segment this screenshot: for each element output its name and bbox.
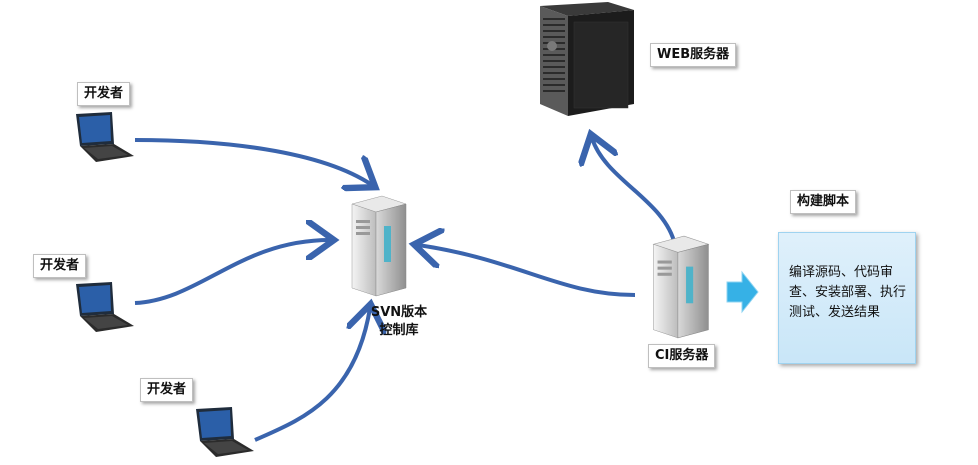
arrow-dev3-to-svn — [254, 308, 370, 442]
arrow-ci-to-svn — [418, 245, 636, 297]
ci-label: CI服务器 — [648, 344, 716, 368]
build-script-content: 编译源码、代码审查、安装部署、执行测试、发送结果 — [789, 265, 907, 320]
arrow-ci-to-script — [726, 270, 759, 314]
ci-server-icon — [652, 235, 710, 339]
svn-label-line1: SVN版本 — [370, 305, 428, 320]
developer-label-3: 开发者 — [140, 378, 194, 402]
developer-label-2: 开发者 — [33, 254, 87, 278]
arrow-dev2-to-svn — [134, 240, 330, 305]
laptop-icon — [76, 282, 134, 332]
web-label: WEB服务器 — [650, 43, 737, 67]
developer-label-1: 开发者 — [77, 82, 131, 106]
svn-server-icon — [351, 195, 407, 297]
arrow-dev1-to-svn — [134, 138, 372, 185]
svn-label: SVN版本 控制库 — [364, 304, 434, 340]
laptop-icon — [196, 407, 254, 457]
svn-label-line2: 控制库 — [379, 323, 419, 338]
build-script-title: 构建脚本 — [790, 190, 857, 214]
build-script-panel: 编译源码、代码审查、安装部署、执行测试、发送结果 — [778, 232, 916, 364]
laptop-icon — [76, 112, 134, 162]
arrow-ci-to-web — [592, 138, 677, 246]
web-server-icon — [540, 2, 634, 116]
